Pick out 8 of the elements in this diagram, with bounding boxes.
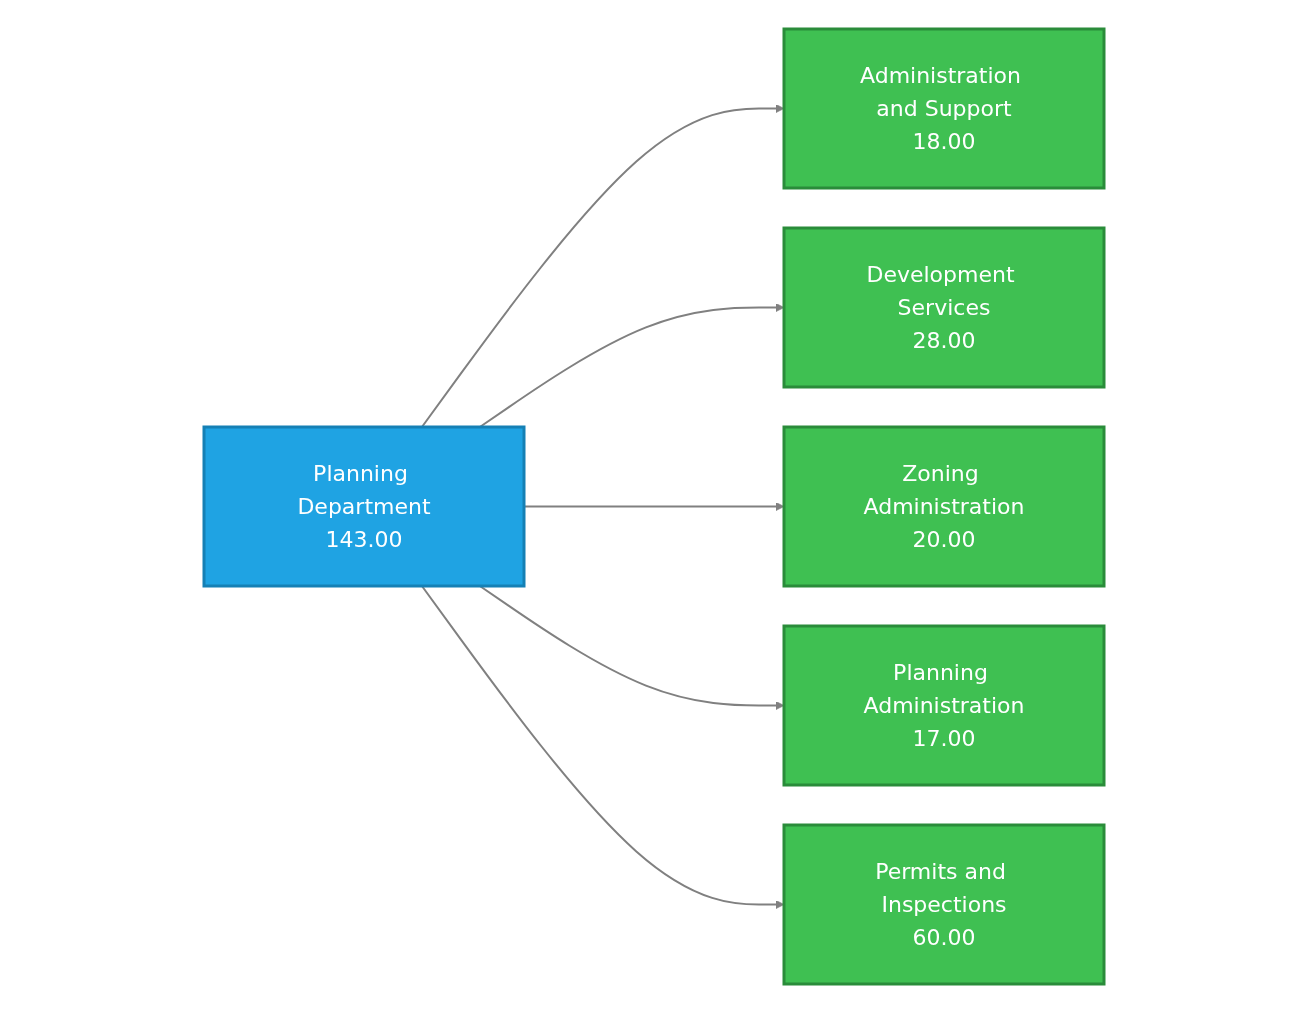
node-box: Zoning Administration 20.00 bbox=[782, 425, 1105, 588]
node-box: Planning Administration 17.00 bbox=[782, 624, 1105, 787]
node-box: Development Services 28.00 bbox=[782, 226, 1105, 389]
arrow bbox=[420, 104, 784, 428]
node-box: Permits and Inspections 60.00 bbox=[782, 823, 1105, 986]
arrow bbox=[478, 303, 784, 428]
node-box: Planning Department 143.00 bbox=[202, 425, 525, 588]
node-box: Administration and Support 18.00 bbox=[782, 27, 1105, 190]
